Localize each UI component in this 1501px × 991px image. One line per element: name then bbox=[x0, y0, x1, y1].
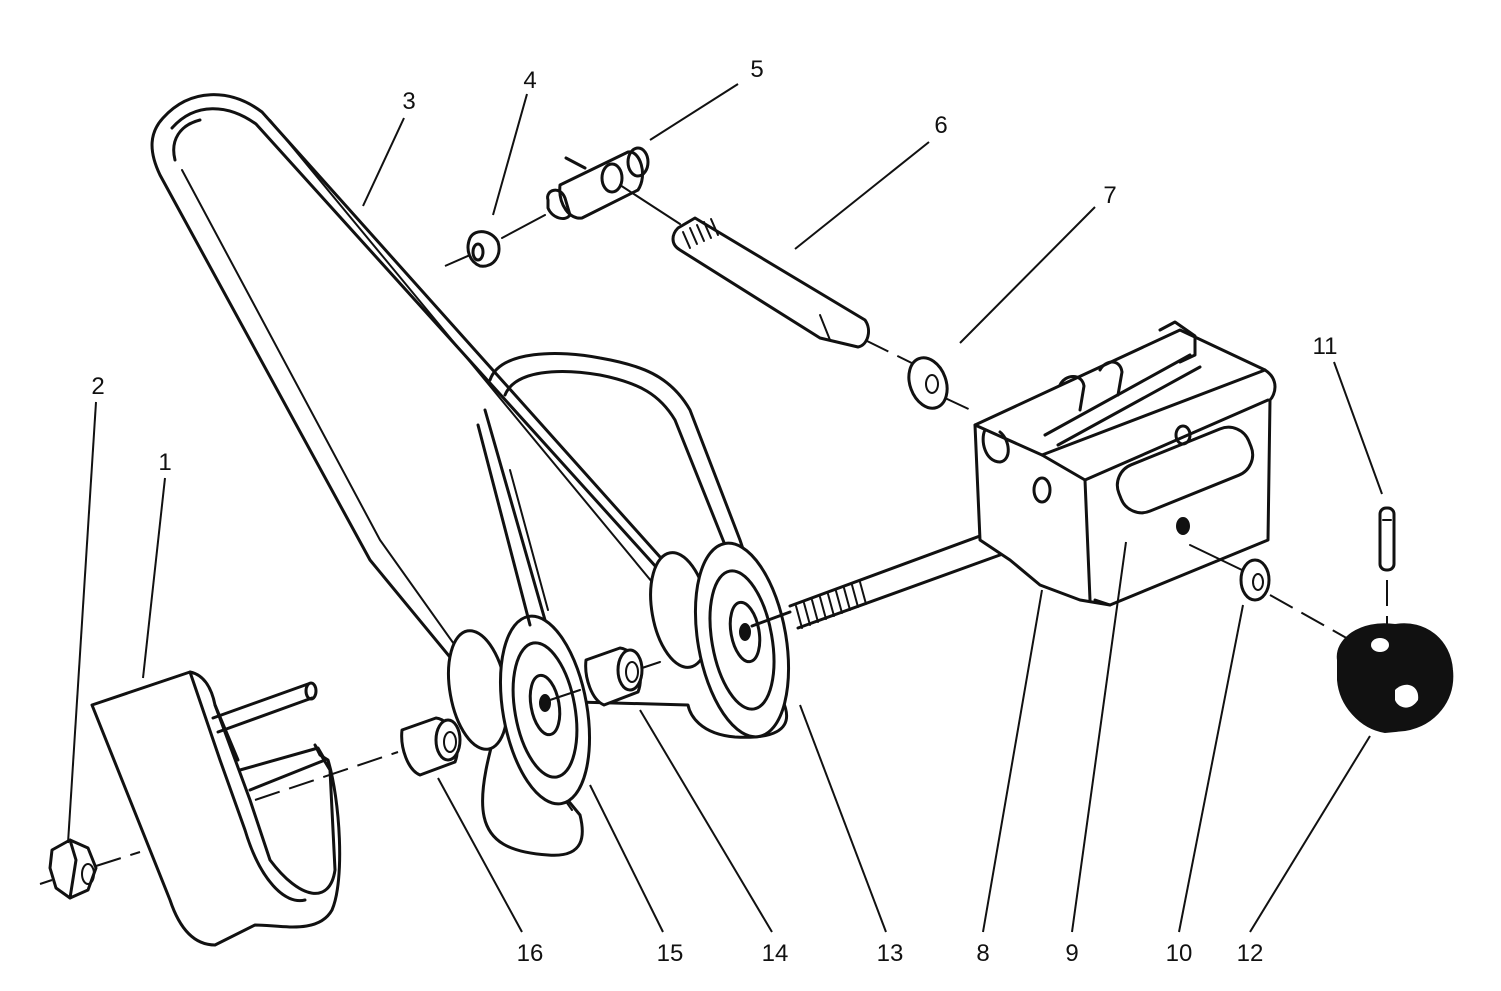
leader-7 bbox=[959, 206, 1096, 344]
callout-16: 16 bbox=[517, 940, 544, 967]
roll-pin-11 bbox=[1378, 506, 1396, 630]
idler-pulley-13 bbox=[649, 541, 791, 739]
callout-10: 10 bbox=[1166, 940, 1193, 967]
callout-labels: 1 2 3 4 5 6 7 8 9 10 11 12 13 14 15 16 bbox=[91, 56, 1337, 967]
pivot-shaft-6 bbox=[671, 216, 931, 373]
washer-10 bbox=[1189, 544, 1351, 641]
v-belt-short bbox=[476, 351, 762, 627]
retaining-clip-4 bbox=[444, 214, 546, 268]
leader-3 bbox=[362, 117, 405, 207]
adjuster-knob-12 bbox=[1336, 623, 1454, 734]
callout-9: 9 bbox=[1065, 940, 1078, 967]
callout-13: 13 bbox=[877, 940, 904, 967]
callout-5: 5 bbox=[750, 56, 763, 83]
leader-5 bbox=[649, 83, 739, 141]
leader-8 bbox=[982, 589, 1043, 933]
callout-2: 2 bbox=[91, 373, 104, 400]
leader-9 bbox=[1071, 541, 1127, 933]
tensioner-housing bbox=[973, 320, 1277, 607]
leader-10 bbox=[1178, 604, 1244, 933]
callout-12: 12 bbox=[1237, 940, 1264, 967]
callout-15: 15 bbox=[657, 940, 684, 967]
leader-lines bbox=[67, 83, 1383, 933]
hex-nut bbox=[39, 838, 141, 900]
callout-7: 7 bbox=[1103, 182, 1116, 209]
leader-4 bbox=[492, 93, 528, 216]
callout-14: 14 bbox=[762, 940, 789, 967]
callout-1: 1 bbox=[158, 449, 171, 476]
callout-8: 8 bbox=[976, 940, 989, 967]
drive-pulley-15 bbox=[447, 614, 592, 806]
leader-2 bbox=[67, 401, 97, 844]
spacer-sleeve-16 bbox=[254, 716, 462, 801]
callout-6: 6 bbox=[934, 112, 947, 139]
leader-15 bbox=[589, 784, 664, 933]
leader-12 bbox=[1249, 735, 1371, 933]
washer-7 bbox=[907, 356, 976, 413]
callout-4: 4 bbox=[523, 67, 536, 94]
callout-11: 11 bbox=[1313, 333, 1338, 360]
leader-13 bbox=[799, 704, 887, 933]
pulley-guard bbox=[90, 670, 342, 947]
callout-3: 3 bbox=[402, 88, 415, 115]
leader-14 bbox=[639, 709, 773, 933]
leader-6 bbox=[794, 141, 930, 250]
leader-16 bbox=[437, 777, 523, 933]
leader-1 bbox=[142, 477, 166, 679]
spacer-sleeve-14 bbox=[584, 646, 661, 707]
yoke-5 bbox=[546, 146, 681, 225]
leader-11 bbox=[1333, 361, 1383, 495]
